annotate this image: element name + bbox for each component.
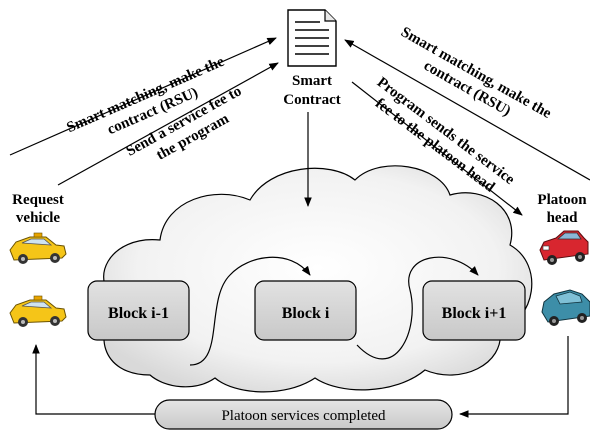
block-node: Block i-1: [87, 280, 190, 341]
block-label: Block i+1: [442, 305, 507, 322]
taxi-icon: [9, 295, 67, 327]
platoon-head-label-line1: Platoon: [537, 192, 587, 208]
request-vehicle-label-line1: Request: [12, 192, 64, 208]
services-completed-pill: Platoon services completed: [154, 399, 453, 430]
teal-car-icon: [541, 289, 590, 326]
chain-link-arrow: [189, 256, 311, 366]
services-completed-label: Platoon services completed: [221, 408, 386, 424]
left-upper-arrow: [9, 37, 277, 156]
left-lower-arrow: [57, 62, 279, 186]
return-arrow-right: [459, 336, 569, 418]
cloud: [103, 165, 533, 393]
right-upper-arrow: [344, 39, 590, 181]
block-node: Block i: [254, 280, 357, 341]
red-car-icon: [539, 230, 589, 265]
right-lower-arrow: [351, 81, 523, 216]
return-arrow-left: [32, 344, 155, 415]
taxi-icon: [9, 232, 67, 264]
chain-link-arrow: [356, 256, 479, 360]
block-node: Block i+1: [422, 280, 526, 341]
block-label: Block i-1: [108, 305, 169, 322]
block-label: Block i: [282, 305, 330, 322]
request-vehicle-label-line2: vehicle: [16, 210, 60, 226]
document-icon: [287, 9, 337, 67]
contract-title-line2: Contract: [283, 92, 340, 108]
contract-title-line1: Smart: [292, 73, 332, 89]
platoon-head-label-line2: head: [547, 210, 579, 226]
